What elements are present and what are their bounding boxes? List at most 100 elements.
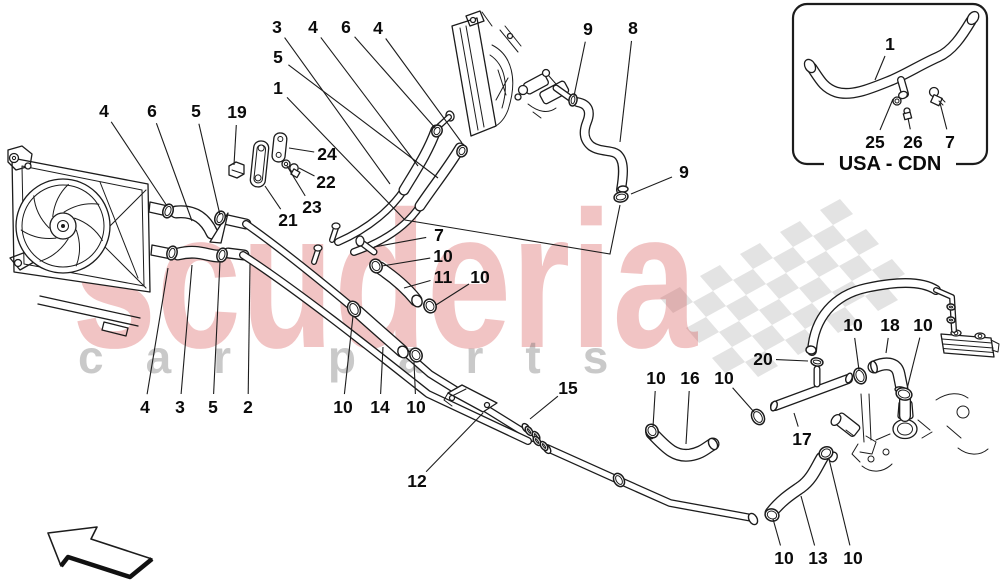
callout-label: 10	[913, 315, 933, 335]
leader-line	[380, 346, 384, 395]
sensor-hex	[355, 235, 365, 247]
hose-end-caps	[397, 185, 908, 526]
leader-line	[233, 124, 237, 166]
callout-label: 10	[714, 368, 734, 388]
leader-line	[110, 121, 168, 207]
callout-label: 17	[792, 429, 811, 449]
mounting-straps	[228, 132, 301, 188]
callout-label: 14	[370, 397, 390, 417]
direction-arrow-icon	[47, 526, 154, 580]
callout-label: 5	[208, 397, 218, 417]
callout-label: 7	[434, 225, 444, 245]
radiator-fan-assembly	[7, 145, 173, 337]
inset-caption: USA - CDN	[839, 153, 942, 175]
callout-label: 3	[175, 397, 185, 417]
leader-line	[381, 257, 431, 267]
leader-line	[298, 167, 315, 177]
leader-line	[385, 38, 463, 144]
callout-label: 9	[583, 19, 593, 39]
callout-label: 10	[433, 246, 453, 266]
leader-line	[907, 117, 911, 130]
leader-line	[885, 337, 889, 354]
brand-sub-watermark: car parts	[78, 331, 650, 383]
callout-label: 10	[470, 267, 490, 287]
leader-line	[652, 390, 656, 428]
oil-cooler	[940, 329, 1000, 358]
callout-label: 1	[885, 34, 895, 54]
t-fitting-cap	[313, 244, 323, 252]
callout-label: 5	[191, 101, 201, 121]
callout-label: 2	[243, 397, 253, 417]
hose-clamps	[161, 73, 956, 522]
callout-label: 13	[808, 548, 828, 568]
callout-label: 9	[679, 162, 689, 182]
leader-line	[828, 458, 851, 546]
callout-label: 11	[434, 267, 453, 287]
callout-label: 10	[333, 397, 353, 417]
pipe-bracket	[443, 384, 498, 413]
callout-label: 23	[302, 197, 322, 217]
callout-label: 10	[843, 315, 863, 335]
callout-label: 10	[646, 368, 666, 388]
leader-line	[772, 518, 782, 546]
leader-line	[320, 37, 419, 167]
leader-line	[879, 98, 894, 131]
callout-label: 16	[680, 368, 700, 388]
leader-line	[264, 185, 282, 210]
callout-label: 21	[278, 210, 298, 230]
callout-label: 19	[227, 102, 247, 122]
callout-label: 24	[317, 144, 337, 164]
leader-line	[288, 147, 315, 153]
leader-line	[732, 387, 755, 413]
leader-line	[286, 165, 306, 197]
leader-line	[343, 315, 354, 395]
inset-box: USA - CDN	[791, 2, 989, 176]
leader-line	[573, 41, 586, 97]
callout-label: 5	[273, 47, 283, 67]
leader-line	[854, 337, 860, 371]
callout-label: 25	[865, 132, 885, 152]
callout-label: 20	[753, 349, 773, 369]
leader-line	[213, 260, 221, 395]
leader-line	[800, 495, 816, 546]
callout-label: 1	[273, 78, 283, 98]
leader-line	[685, 390, 690, 445]
leader-line	[529, 395, 559, 420]
leader-line	[198, 123, 221, 216]
callout-label: 26	[903, 132, 923, 152]
callout-label: 18	[880, 315, 900, 335]
callout-label: 8	[628, 18, 638, 38]
leader-line	[146, 267, 169, 395]
leader-line	[288, 64, 439, 179]
leader-line	[247, 262, 251, 395]
leader-line	[425, 412, 484, 473]
callout-label: 12	[407, 471, 427, 491]
leader-line	[939, 102, 948, 130]
callout-label: 4	[373, 18, 383, 38]
callout-label: 4	[140, 397, 150, 417]
callout-label: 10	[843, 548, 863, 568]
callout-label: 6	[147, 101, 157, 121]
callout-label: 10	[406, 397, 426, 417]
leader-line	[284, 37, 391, 185]
leader-line	[619, 40, 633, 143]
leader-line	[874, 55, 886, 81]
leader-line	[630, 176, 673, 195]
leader-line	[435, 283, 470, 306]
leader-lines	[110, 36, 948, 546]
callout-label: 22	[316, 172, 336, 192]
leader-line	[155, 123, 193, 222]
callout-label: 6	[341, 17, 351, 37]
leader-line	[413, 361, 416, 395]
callout-label: 4	[308, 17, 318, 37]
leader-line	[403, 279, 431, 289]
leader-line	[373, 236, 427, 248]
leader-line	[180, 264, 193, 395]
callout-label: 10	[774, 548, 794, 568]
leader-line	[906, 337, 921, 390]
callout-label: 15	[558, 378, 578, 398]
callout-label: 4	[99, 101, 109, 121]
